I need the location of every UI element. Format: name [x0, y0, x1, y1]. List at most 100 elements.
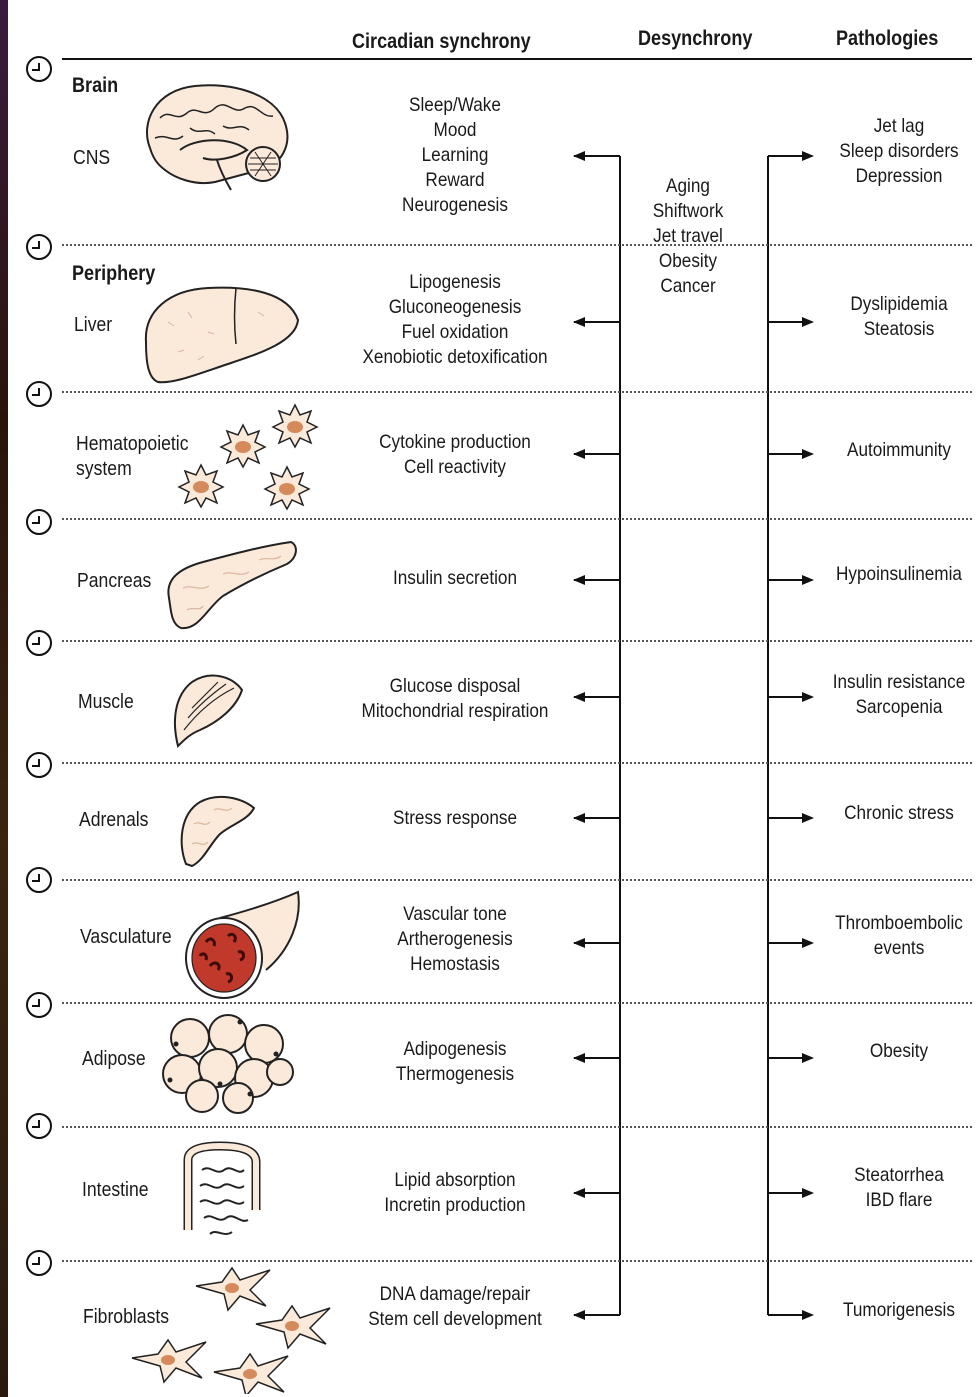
function-item: Xenobiotic detoxification — [345, 345, 565, 370]
function-item: Incretin production — [345, 1193, 565, 1218]
function-item: Artherogenesis — [345, 927, 565, 952]
organ-name: Liver — [74, 313, 112, 338]
organ-name-line: Pancreas — [77, 569, 151, 594]
row-separator — [62, 879, 972, 881]
pathology-item: Autoimmunity — [815, 438, 980, 463]
function-item: Cell reactivity — [345, 455, 565, 480]
function-item: Mood — [345, 118, 565, 143]
pathology-item: Dyslipidemia — [815, 292, 980, 317]
function-item: Gluconeogenesis — [345, 295, 565, 320]
row-separator — [62, 640, 972, 642]
organ-name-line: Fibroblasts — [83, 1305, 169, 1330]
pathology-item: Thromboembolic — [815, 911, 980, 936]
circadian-functions: Vascular toneArtherogenesisHemostasis — [330, 902, 580, 977]
organ-name-line: system — [76, 457, 189, 482]
function-item: Adipogenesis — [345, 1037, 565, 1062]
function-item: Thermogenesis — [345, 1062, 565, 1087]
organ-name-line: Adrenals — [79, 808, 148, 833]
function-item: Lipid absorption — [345, 1168, 565, 1193]
clock-icon — [26, 1250, 52, 1276]
circadian-functions: Glucose disposalMitochondrial respiratio… — [330, 674, 580, 724]
function-item: Reward — [345, 168, 565, 193]
clock-icon — [26, 630, 52, 656]
row-separator — [62, 391, 972, 393]
function-item: Stem cell development — [345, 1307, 565, 1332]
organ-name: Pancreas — [77, 569, 151, 594]
pathologies: Thromboembolicevents — [804, 911, 980, 961]
organ-name: Muscle — [78, 690, 134, 715]
organ-name: Hematopoieticsystem — [76, 432, 189, 482]
pathologies: Obesity — [804, 1039, 980, 1064]
row-separator — [62, 1260, 972, 1262]
clock-icon — [26, 1113, 52, 1139]
function-item: Sleep/Wake — [345, 93, 565, 118]
function-item: Fuel oxidation — [345, 320, 565, 345]
function-item: Learning — [345, 143, 565, 168]
pathology-item: Depression — [815, 164, 980, 189]
clock-icon — [26, 56, 52, 82]
organ-name-line: Intestine — [82, 1178, 149, 1203]
organ-name: Vasculature — [80, 925, 172, 950]
pathology-item: events — [815, 936, 980, 961]
pathologies: Tumorigenesis — [804, 1298, 980, 1323]
row-separator — [62, 1002, 972, 1004]
function-item: Cytokine production — [345, 430, 565, 455]
clock-icon — [26, 509, 52, 535]
pathology-item: Steatorrhea — [815, 1163, 980, 1188]
organ-name-line: CNS — [73, 146, 110, 171]
organ-name: Intestine — [82, 1178, 149, 1203]
organ-name-line: Adipose — [82, 1047, 146, 1072]
pathology-item: Insulin resistance — [815, 670, 980, 695]
function-item: Vascular tone — [345, 902, 565, 927]
pathology-item: Jet lag — [815, 114, 980, 139]
row-separator — [62, 244, 972, 246]
pathologies: Chronic stress — [804, 801, 980, 826]
organ-name-line: Vasculature — [80, 925, 172, 950]
pathology-item: IBD flare — [815, 1188, 980, 1213]
pathologies: Autoimmunity — [804, 438, 980, 463]
row-separator — [62, 1126, 972, 1128]
pathology-item: Obesity — [815, 1039, 980, 1064]
pathologies: Hypoinsulinemia — [804, 562, 980, 587]
circadian-functions: Stress response — [330, 806, 580, 831]
function-item: Mitochondrial respiration — [345, 699, 565, 724]
organ-name: Fibroblasts — [83, 1305, 169, 1330]
circadian-functions: Insulin secretion — [330, 566, 580, 591]
clock-icon — [26, 752, 52, 778]
organ-name: Adrenals — [79, 808, 148, 833]
organ-name: Adipose — [82, 1047, 146, 1072]
pathologies: Insulin resistanceSarcopenia — [804, 670, 980, 720]
organ-name-line: Liver — [74, 313, 112, 338]
organ-name-line: Muscle — [78, 690, 134, 715]
function-item: DNA damage/repair — [345, 1282, 565, 1307]
organ-name: CNS — [73, 146, 110, 171]
function-item: Stress response — [345, 806, 565, 831]
clock-icon — [26, 381, 52, 407]
row-separator — [62, 518, 972, 520]
function-item: Glucose disposal — [345, 674, 565, 699]
function-item: Insulin secretion — [345, 566, 565, 591]
function-item: Neurogenesis — [345, 193, 565, 218]
function-item: Hemostasis — [345, 952, 565, 977]
pathology-item: Sleep disorders — [815, 139, 980, 164]
clock-icon — [26, 234, 52, 260]
clock-icon — [26, 992, 52, 1018]
pathology-item: Tumorigenesis — [815, 1298, 980, 1323]
pathology-item: Steatosis — [815, 317, 980, 342]
organ-name-line: Hematopoietic — [76, 432, 189, 457]
clock-icon — [26, 867, 52, 893]
function-item: Lipogenesis — [345, 270, 565, 295]
pathology-item: Hypoinsulinemia — [815, 562, 980, 587]
pathology-item: Sarcopenia — [815, 695, 980, 720]
row-separator — [62, 762, 972, 764]
